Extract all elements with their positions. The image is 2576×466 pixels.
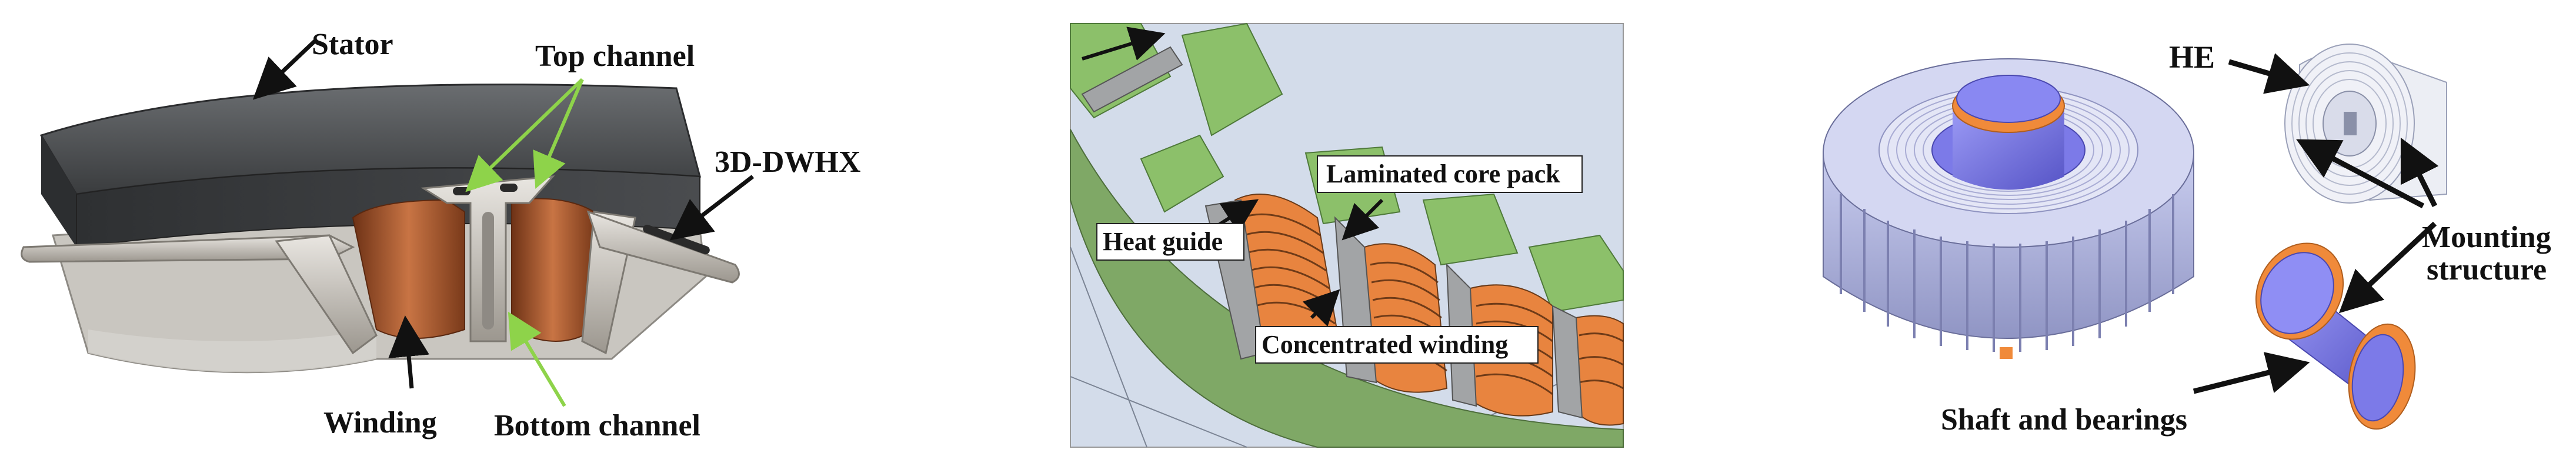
label-structure: structure — [2427, 253, 2547, 287]
panel-b-illustration: Laminated core pack Heat guide Concentra… — [1070, 22, 1624, 448]
stator-front-face — [41, 135, 76, 247]
he-arrow — [2228, 53, 2310, 94]
winding-right — [511, 198, 595, 342]
mounting-arrow-1 — [2296, 139, 2425, 208]
shaft-arrow — [2193, 352, 2310, 394]
mounting-arrow-2 — [2400, 137, 2439, 208]
label-heat-guide: Heat guide — [1103, 227, 1223, 256]
shaft-and-bearings — [2255, 242, 2416, 430]
core-arrow — [1342, 198, 1384, 241]
stator-arrow — [252, 39, 316, 100]
hx-left-fin — [275, 234, 378, 355]
mounting-arrow-3 — [2338, 221, 2437, 314]
winding-arrow — [388, 315, 429, 389]
hx-left-flange — [21, 234, 355, 263]
label-stator: Stator — [312, 28, 393, 61]
stator-yoke-ring — [1070, 129, 1624, 448]
panel-c-illustration: HE Mounting structure Shaft and bearings — [1823, 39, 2551, 437]
label-3d-dwhx: 3D-DWHX — [715, 145, 860, 179]
panel-c-assembly: HE Mounting structure Shaft and bearings — [1782, 0, 2576, 466]
label-bottom-channel: Bottom channel — [494, 409, 700, 442]
label-winding: Winding — [323, 406, 437, 440]
panel-b-winding-model: Laminated core pack Heat guide Concentra… — [1070, 22, 1624, 448]
label-laminated-core-pack: Laminated core pack — [1326, 159, 1560, 188]
panel-a-illustration: Stator Top channel 3D-DWHX Winding Botto… — [21, 28, 860, 442]
label-mounting: Mounting — [2422, 221, 2551, 254]
stator-core-ring — [1823, 58, 2194, 359]
top-channel-arrow-2 — [533, 78, 584, 189]
winding-arrow-b — [1302, 289, 1340, 327]
top-channel-arrow-1 — [465, 78, 584, 192]
panel-a-heat-exchanger-section: Stator Top channel 3D-DWHX Winding Botto… — [0, 0, 860, 466]
label-shaft-and-bearings: Shaft and bearings — [1941, 403, 2187, 437]
label-concentrated-winding: Concentrated winding — [1262, 330, 1508, 359]
hx-arrow — [669, 175, 755, 241]
hx-right-flange — [586, 210, 740, 284]
label-he: HE — [2169, 39, 2215, 75]
label-top-channel: Top channel — [535, 39, 695, 73]
bottom-channel-arrow — [508, 311, 566, 407]
